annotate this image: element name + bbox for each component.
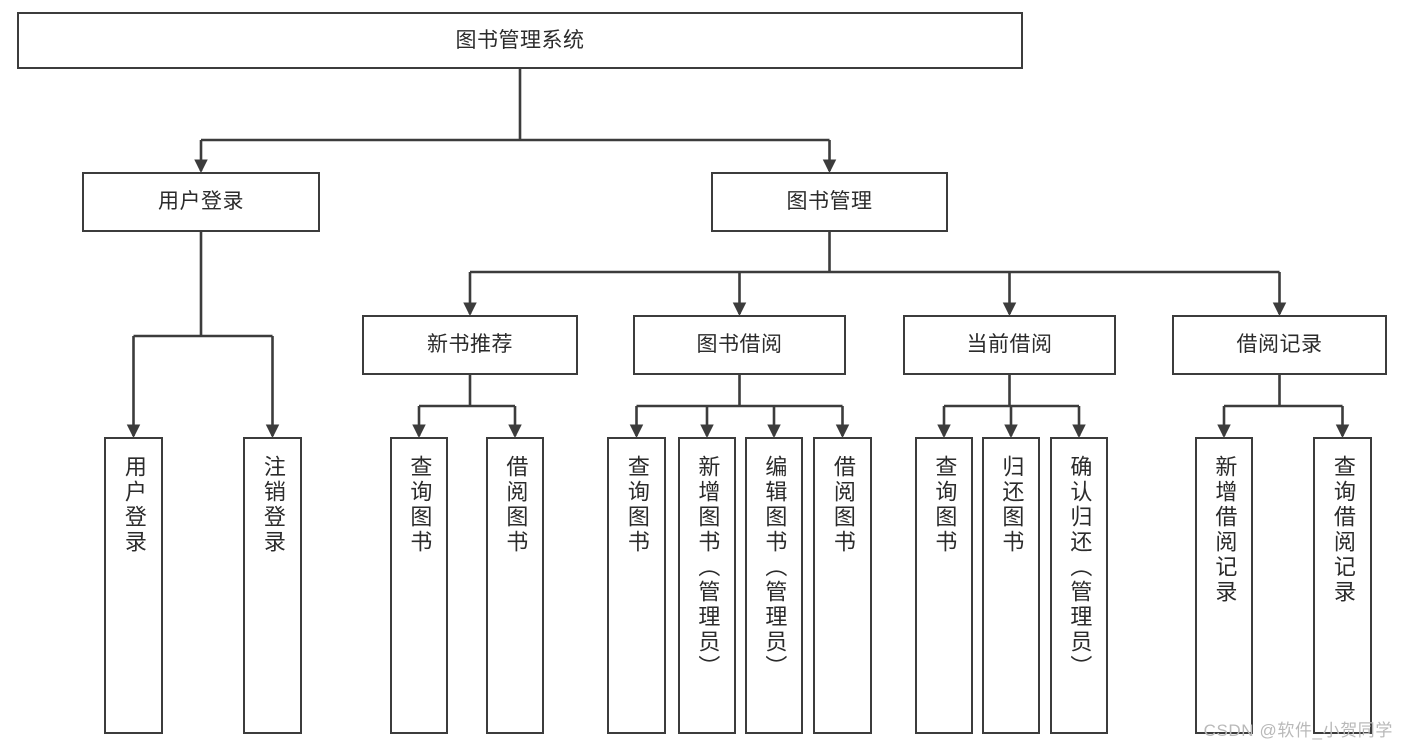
node-leaf-borrow-2[interactable]: 新增图书（管理员）	[678, 437, 736, 734]
node-label: 借阅记录	[1236, 333, 1323, 357]
node-newbook[interactable]: 新书推荐	[362, 315, 578, 375]
node-label: 注销登录	[260, 455, 286, 555]
node-label: 查询图书	[407, 455, 433, 555]
node-label: 新书推荐	[427, 333, 513, 357]
node-label: 当前借阅	[966, 333, 1053, 357]
node-bookmgmt[interactable]: 图书管理	[711, 172, 948, 232]
node-label: 编辑图书（管理员）	[762, 455, 788, 680]
node-leaf-login-1[interactable]: 用户登录	[104, 437, 163, 734]
node-leaf-login-2[interactable]: 注销登录	[243, 437, 302, 734]
node-leaf-new-1[interactable]: 查询图书	[390, 437, 448, 734]
node-label: 查询借阅记录	[1330, 455, 1356, 605]
node-leaf-new-2[interactable]: 借阅图书	[486, 437, 544, 734]
node-leaf-rec-2[interactable]: 查询借阅记录	[1313, 437, 1372, 734]
node-label: 借阅图书	[830, 455, 856, 555]
node-label: 查询图书	[624, 455, 650, 555]
node-leaf-cur-1[interactable]: 查询图书	[915, 437, 973, 734]
node-borrow[interactable]: 图书借阅	[633, 315, 846, 375]
node-current[interactable]: 当前借阅	[903, 315, 1116, 375]
node-leaf-borrow-1[interactable]: 查询图书	[607, 437, 666, 734]
node-label: 新增借阅记录	[1212, 455, 1238, 605]
node-root[interactable]: 图书管理系统	[17, 12, 1023, 69]
node-records[interactable]: 借阅记录	[1172, 315, 1387, 375]
node-label: 图书借阅	[696, 333, 783, 357]
node-leaf-cur-3[interactable]: 确认归还（管理员）	[1050, 437, 1108, 734]
node-label: 图书管理系统	[455, 28, 585, 52]
node-leaf-cur-2[interactable]: 归还图书	[982, 437, 1040, 734]
node-leaf-borrow-3[interactable]: 编辑图书（管理员）	[745, 437, 803, 734]
node-label: 用户登录	[121, 455, 147, 555]
node-login[interactable]: 用户登录	[82, 172, 320, 232]
node-leaf-rec-1[interactable]: 新增借阅记录	[1195, 437, 1253, 734]
node-label: 查询图书	[932, 455, 958, 555]
node-label: 确认归还（管理员）	[1067, 455, 1093, 680]
node-label: 用户登录	[158, 190, 244, 214]
watermark: CSDN @软件_小贺同学	[1203, 721, 1393, 740]
node-leaf-borrow-4[interactable]: 借阅图书	[813, 437, 872, 734]
node-label: 图书管理	[786, 190, 873, 214]
node-label: 归还图书	[999, 455, 1025, 555]
node-label: 新增图书（管理员）	[695, 455, 721, 680]
node-label: 借阅图书	[503, 455, 529, 555]
